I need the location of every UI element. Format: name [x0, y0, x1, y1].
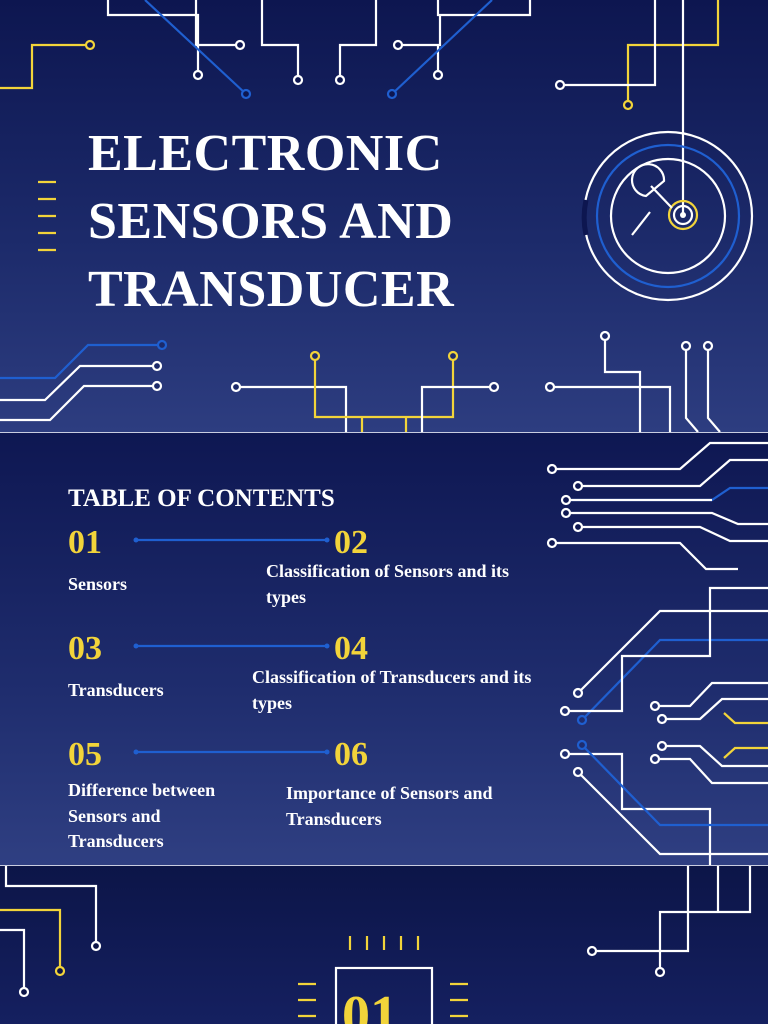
- toc-number-03: 03: [68, 630, 102, 667]
- toc-item-sensors[interactable]: Sensors: [68, 574, 128, 594]
- circuit-lines: [133, 441, 768, 865]
- toc-item-transducer-classification[interactable]: Classification of Transducers and its ty…: [252, 667, 532, 713]
- page-title: ELECTRONIC SENSORS AND TRANSDUCER: [88, 120, 454, 324]
- title-line-2: SENSORS AND: [88, 193, 454, 250]
- title-line-1: ELECTRONIC: [88, 125, 443, 182]
- section-number: 01: [342, 985, 398, 1024]
- toc-number-05: 05: [68, 736, 102, 773]
- section-slide: 01: [0, 866, 768, 1024]
- title-line-3: TRANSDUCER: [88, 261, 455, 318]
- toc-item-transducers[interactable]: Transducers: [68, 680, 164, 700]
- cover-slide: ELECTRONIC SENSORS AND TRANSDUCER: [0, 0, 768, 432]
- toc-number-02: 02: [334, 524, 368, 561]
- toc-item-difference[interactable]: Difference between Sensors and Transduce…: [68, 780, 216, 851]
- slide-divider: [0, 432, 768, 433]
- slide-divider: [0, 865, 768, 866]
- radar-dial-icon: [581, 130, 754, 302]
- toc-item-sensor-classification[interactable]: Classification of Sensors and its types: [266, 561, 510, 607]
- toc-number-06: 06: [334, 736, 368, 773]
- toc-item-importance[interactable]: Importance of Sensors and Transducers: [286, 783, 493, 829]
- chip-icon: [298, 936, 468, 1024]
- toc-number-01: 01: [68, 524, 102, 561]
- toc-heading: TABLE OF CONTENTS: [68, 485, 335, 512]
- circuit-lines: [0, 0, 754, 432]
- toc-number-04: 04: [334, 630, 368, 667]
- circuit-lines: [0, 866, 752, 1024]
- toc-slide: TABLE OF CONTENTS 01 Sensors 02 Classifi…: [0, 433, 768, 865]
